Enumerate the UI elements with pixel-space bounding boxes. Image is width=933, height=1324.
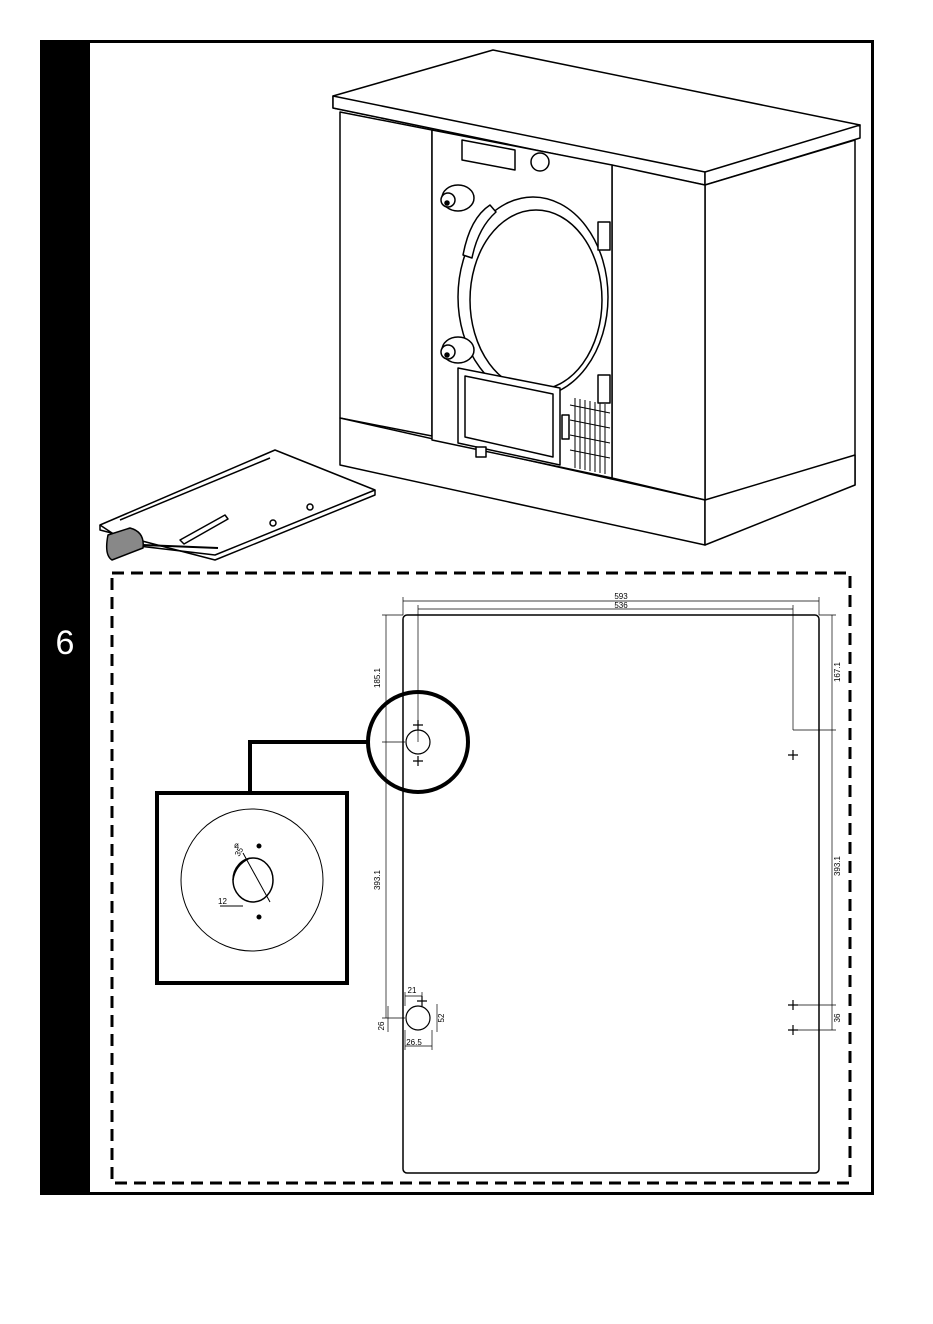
cabinet-illustration xyxy=(333,50,860,545)
left-cabinet-panel xyxy=(340,112,432,436)
dryer-indicator xyxy=(531,153,549,171)
screw-mark-3 xyxy=(417,996,427,1006)
dim-393-1-left: 393.1 xyxy=(373,869,382,890)
screw-mark-1 xyxy=(413,720,423,730)
dim-393-1-right: 393.1 xyxy=(833,855,842,876)
bottom-hinge-icon xyxy=(598,375,610,403)
screw-mark-2 xyxy=(413,756,423,766)
dryer-door-inner xyxy=(470,210,602,390)
right-cabinet-panel xyxy=(612,165,705,500)
detail-offset: 12 xyxy=(218,897,227,906)
screw-mark-4 xyxy=(788,750,798,760)
dim-36: 36 xyxy=(833,1013,842,1022)
top-knob-icon xyxy=(441,185,474,211)
panel-and-tape-illustration xyxy=(100,450,375,560)
filter-handle xyxy=(562,415,569,439)
door-template xyxy=(403,615,819,1173)
detail-drawing xyxy=(181,809,323,951)
dim-593: 593 xyxy=(614,592,628,601)
dim-185-1: 185.1 xyxy=(373,667,382,688)
dim-26-5: 26.5 xyxy=(406,1038,422,1047)
screw-mark-6 xyxy=(788,1025,798,1035)
dim-26: 26 xyxy=(377,1021,386,1030)
dim-167-1: 167.1 xyxy=(833,661,842,682)
detail-dot-bottom xyxy=(257,915,261,919)
top-hinge-icon xyxy=(598,222,610,250)
screw-mark-5 xyxy=(788,1000,798,1010)
panel-hole-1 xyxy=(270,520,276,526)
template-holes xyxy=(406,720,798,1035)
dryer-foot-icon xyxy=(476,447,486,457)
bottom-knob-icon xyxy=(441,337,474,363)
dimension-lines xyxy=(382,597,836,1050)
dim-21: 21 xyxy=(408,986,417,995)
magnifier-leader xyxy=(250,742,368,793)
dim-52: 52 xyxy=(437,1013,446,1022)
detail-dot-top xyxy=(257,844,261,848)
detail-hole xyxy=(233,858,273,902)
panel-hole-2 xyxy=(307,504,313,510)
dim-536: 536 xyxy=(614,601,628,610)
bottom-hinge-hole xyxy=(406,1006,430,1030)
